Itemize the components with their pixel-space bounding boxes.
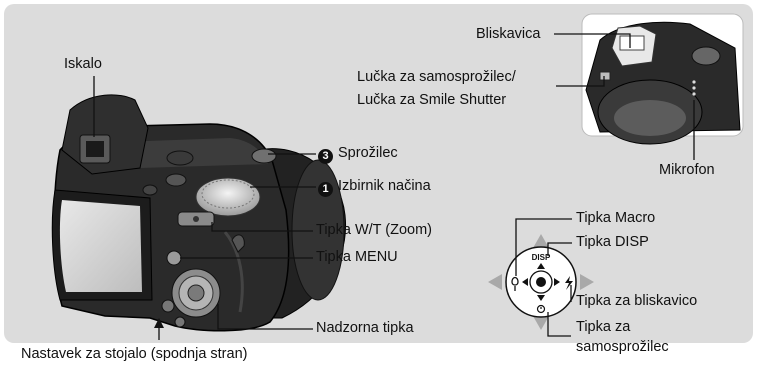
label-tipka-samo-line2: samosprožilec: [576, 339, 669, 356]
label-tipka-macro: Tipka Macro: [576, 210, 655, 227]
label-izbirnik-text: Izbirnik načina: [338, 178, 431, 194]
label-sprozilec-text: Sprožilec: [338, 145, 398, 161]
label-mikrofon: Mikrofon: [659, 162, 715, 179]
label-lucka-line2: Lučka za Smile Shutter: [357, 92, 506, 109]
label-tipka-samo-line1: Tipka za: [576, 319, 630, 336]
step-3-badge: 3: [318, 149, 333, 164]
center-button: [536, 277, 546, 287]
shutter-button-shape: [252, 149, 276, 163]
label-nastavek: Nastavek za stojalo (spodnja stran): [21, 346, 247, 363]
label-tipka-bliskavico: Tipka za bliskavico: [576, 293, 697, 310]
label-tipka-disp: Tipka DISP: [576, 234, 649, 251]
main-camera-illustration: [52, 95, 345, 331]
label-bliskavica: Bliskavica: [476, 26, 540, 43]
arrow-left-icon: [488, 274, 502, 290]
step-1-badge: 1: [318, 182, 333, 197]
mode-dial-shape: [196, 178, 260, 216]
label-izbirnik: 1 Izbirnik načina: [318, 178, 431, 197]
arrow-down-icon: [533, 316, 549, 330]
label-tipka-wt: Tipka W/T (Zoom): [316, 222, 432, 239]
arrow-up-icon: [533, 234, 549, 248]
arrow-right-icon: [580, 274, 594, 290]
label-sprozilec: 3 Sprožilec: [318, 145, 398, 164]
label-iskalo: Iskalo: [64, 56, 102, 73]
menu-button-shape: [167, 251, 181, 265]
label-tipka-menu: Tipka MENU: [316, 249, 398, 266]
label-lucka-line1: Lučka za samosprožilec/: [357, 69, 516, 86]
label-nadzorna: Nadzorna tipka: [316, 320, 414, 337]
